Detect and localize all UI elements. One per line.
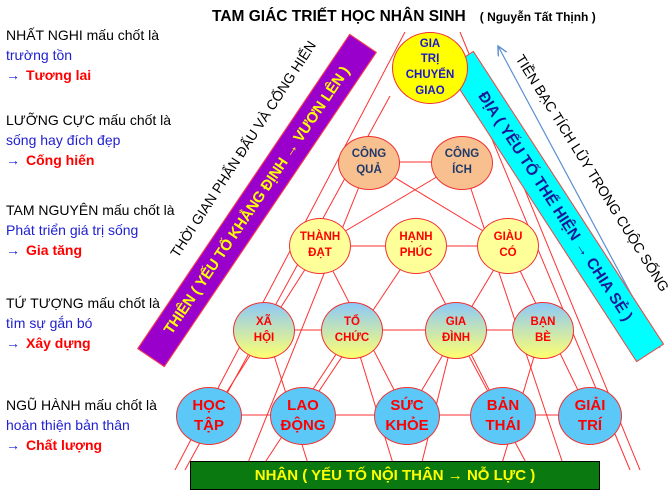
node-label: LAO [287,396,319,414]
node-label: HỘI [253,331,275,344]
page-title: TAM GIÁC TRIẾT HỌC NHÂN SINH [212,8,466,25]
author: ( Nguyễn Tất Thịnh ) [479,10,596,24]
node-label: TRÍ [577,417,603,434]
nhan-band: NHÂN ( YẾU TỐ NỘI THÂN → NỖ LỰC ) [190,461,600,490]
note-result: Gia tăng [26,242,83,258]
note-body: trường tồn [6,47,73,63]
side-note-tu-tuong: TỨ TƯỢNG mấu chốt là tìm sự gắn bó → Xây … [6,293,160,353]
node-label: TRỊ [420,53,440,66]
note-result: Tương lai [26,67,92,83]
node-label: ÍCH [452,164,472,176]
note-head: LƯỠNG CỰC mấu chốt là [6,112,172,128]
node-label: QUẢ [356,164,382,176]
node-label: BÈ [535,331,551,344]
note-head: TỨ TƯỢNG mấu chốt là [6,295,160,311]
node-label: GIAO [415,84,445,97]
node-label: XÃ [256,315,272,328]
note-head: NGŨ HÀNH mấu chốt là [6,397,157,413]
header: TAM GIÁC TRIẾT HỌC NHÂN SINH ( Nguyễn Tấ… [212,8,596,26]
arrow-icon: → [6,152,20,168]
node-label: SỨC [390,396,424,414]
note-body: tìm sự gắn bó [6,315,93,331]
node-label: ĐẠT [308,247,332,259]
node-label: BẠN [530,315,556,328]
note-body: hoàn thiện bản thân [6,417,130,433]
node-label: HỌC [192,396,226,414]
arrow-icon: → [6,335,20,351]
node-lao-dong: LAO ĐỘNG [270,387,336,445]
side-note-luong-cuc: LƯỠNG CỰC mấu chốt là sống hay đích đẹp … [6,110,171,170]
node-hanh-phuc: HẠNH PHÚC [385,218,447,274]
node-to-chuc: TỔ CHỨC [321,302,383,359]
side-note-ngu-hanh: NGŨ HÀNH mấu chốt là hoàn thiện bản thân… [6,395,157,455]
note-result: Cống hiến [26,152,95,168]
node-label: BẢN [486,396,520,414]
node-suc-khoe: SỨC KHỎE [374,387,440,445]
note-head: NHẤT NGHI mấu chốt là [6,27,160,43]
node-label: CÔNG [444,148,480,161]
node-label: TỔ [344,315,360,328]
side-note-nhat-nghi: NHẤT NGHI mấu chốt là trường tồn → Tương … [6,25,159,85]
node-giai-tri: GIẢI TRÍ [558,387,622,445]
node-label: KHỎE [385,417,429,434]
note-body: Phát triển giá trị sống [6,222,139,238]
arrow-icon: → [6,242,20,258]
node-giau-co: GIÀU CÓ [477,218,539,274]
node-cong-qua: CÔNG QUẢ [338,136,400,190]
note-result: Chất lượng [26,437,103,453]
side-note-tam-nguyen: TAM NGUYÊN mấu chốt là Phát triển giá tr… [6,200,175,260]
note-body: sống hay đích đẹp [6,132,121,148]
arrow-icon: → [6,437,20,453]
node-xa-hoi: XÃ HỘI [233,302,295,359]
node-ban-be: BẠN BÈ [512,302,574,359]
node-label: HẠNH [399,231,433,244]
note-result: Xây dựng [26,335,91,351]
node-label: ĐÌNH [441,331,471,344]
node-label: CHUYỂN [405,69,455,81]
node-thanh-dat: THÀNH ĐẠT [289,218,351,274]
node-label: ĐỘNG [280,417,326,434]
node-label: TẬP [194,417,224,434]
node-label: GIẢI [574,396,606,414]
node-label: PHÚC [399,247,433,259]
arrow-icon: → [6,67,20,83]
node-label: CHỨC [334,331,370,344]
node-label: GIA [419,37,441,50]
node-cong-ich: CÔNG ÍCH [431,136,493,190]
note-head: TAM NGUYÊN mấu chốt là [6,202,175,218]
node-label: GIÀU [493,231,523,244]
node-label: GIA [445,315,467,328]
node-label: CÓ [499,247,517,259]
node-label: THÀNH [299,231,341,244]
node-gia-dinh: GIA ĐÌNH [425,302,487,359]
node-ban-thai: BẢN THÁI [470,387,536,445]
node-label: THÁI [485,417,521,434]
node-label: CÔNG [351,148,387,161]
node-gia-tri-chuyen-giao: GIA TRỊ CHUYỂN GIAO [392,32,468,104]
node-hoc-tap: HỌC TẬP [176,387,242,445]
